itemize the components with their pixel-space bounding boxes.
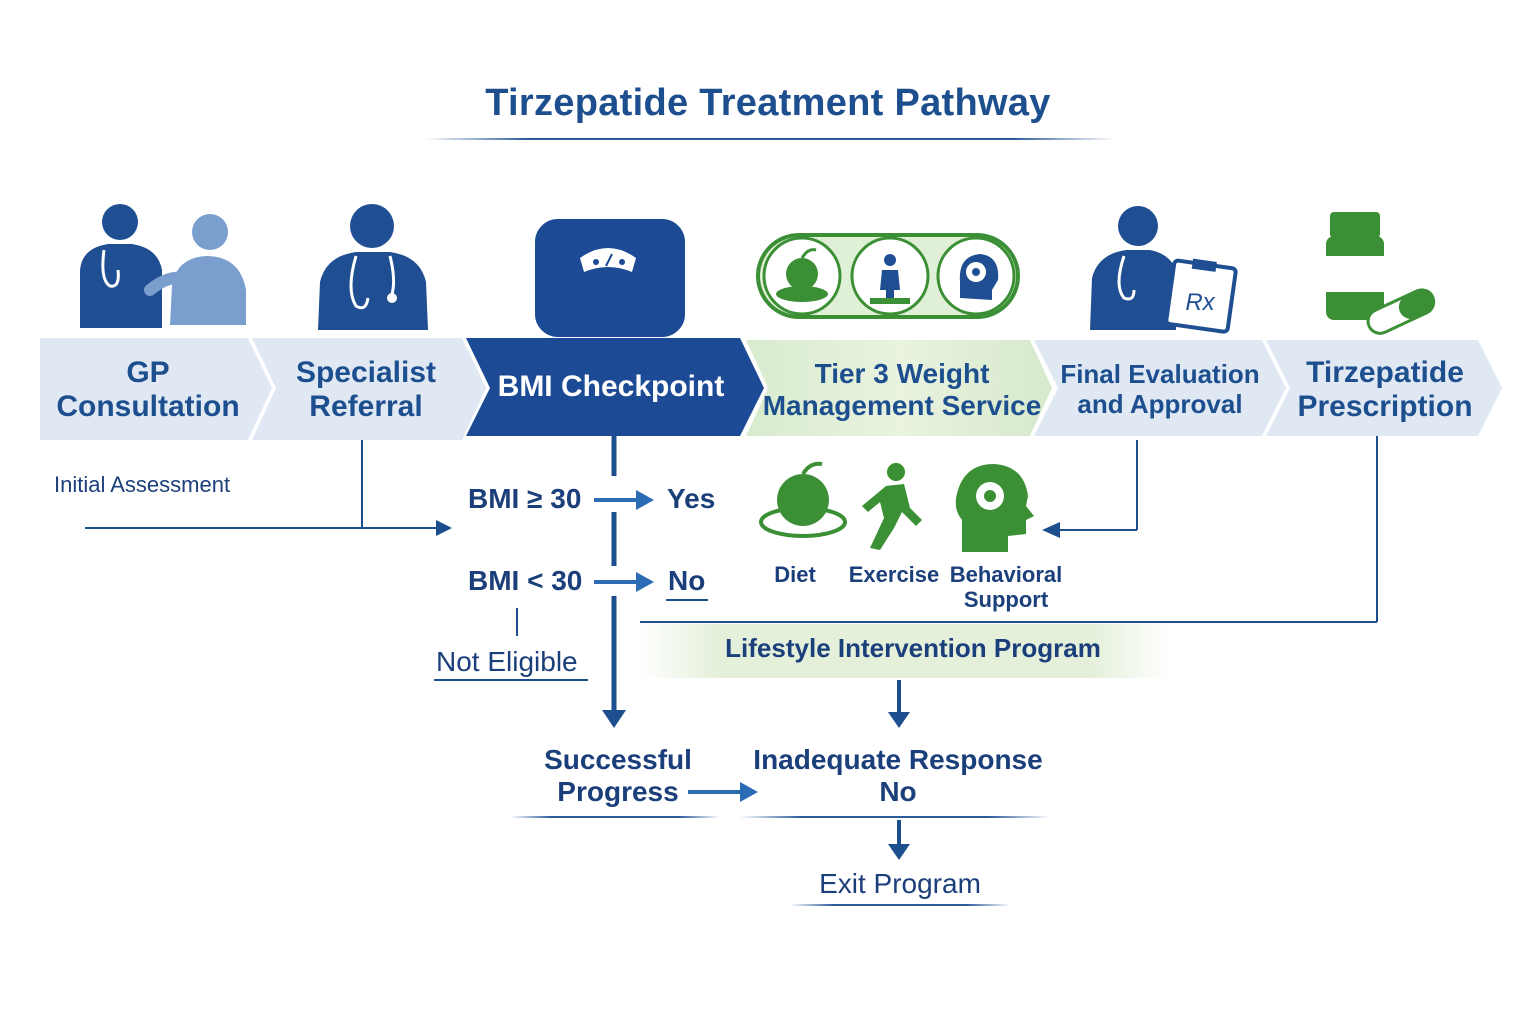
step-label-line2: and Approval — [1077, 389, 1243, 419]
step-label-line1: Tier 3 Weight — [814, 357, 990, 389]
diet-label: Diet — [774, 562, 816, 587]
behavioral-support-icon — [955, 464, 1034, 552]
diet-icon — [759, 461, 847, 538]
page-title: Tirzepatide Treatment Pathway — [485, 82, 1051, 124]
inadequate-response-label: Inadequate Response No — [748, 744, 1048, 808]
successful-line1: Successful — [544, 744, 692, 775]
step-label-line2: Referral — [309, 390, 423, 423]
not-eligible-label: Not Eligible — [436, 646, 578, 677]
lifestyle-program-label: Lifestyle Intervention Program — [725, 633, 1101, 663]
step-shape-rx — [1266, 340, 1502, 436]
behavioral-label-line1: Behavioral — [949, 562, 1063, 587]
step-shape-bmi — [466, 338, 764, 436]
pill-bottle-icon — [1326, 212, 1436, 335]
doctor-patient-icon — [80, 204, 246, 328]
lifestyle-band — [640, 624, 1170, 678]
inadequate-line2: No — [879, 776, 917, 808]
step-shape-tier3 — [746, 340, 1052, 436]
step-specialist-referral: Specialist Referral — [266, 350, 466, 430]
scale-icon — [535, 219, 685, 337]
bmi-high-result: Yes — [667, 483, 716, 514]
successful-line2: Progress — [557, 776, 679, 808]
rx-label: Rx — [1185, 289, 1215, 316]
step-label-line2: Consultation — [56, 390, 240, 423]
step-label-line1: BMI Checkpoint — [497, 369, 725, 403]
behavioral-label-line2: Support — [963, 587, 1049, 613]
step-shape-final — [1034, 340, 1286, 436]
exercise-label: Exercise — [848, 562, 940, 587]
step-shape-gp — [40, 338, 272, 440]
step-label-line1: Tirzepatide — [1306, 355, 1464, 389]
title-divider — [425, 138, 1115, 140]
step-label-line1: Specialist — [295, 355, 437, 389]
step-label-line2: Prescription — [1297, 390, 1473, 423]
lifestyle-icons-group — [756, 233, 1020, 319]
doctor-icon — [318, 204, 428, 330]
step-shape-referral — [252, 338, 486, 440]
bmi-low-label: BMI < 30 — [468, 565, 583, 596]
successful-progress-label: Successful Progress — [518, 744, 718, 808]
step-label-line2: Management Service — [762, 390, 1042, 421]
exercise-icon — [862, 463, 922, 550]
connectors — [85, 436, 1378, 860]
step-bmi-checkpoint: BMI Checkpoint — [486, 352, 736, 422]
chevron-band — [40, 338, 1502, 440]
doctor-clipboard-icon: Rx — [1090, 206, 1238, 334]
step-tier3-service: Tier 3 Weight Management Service — [762, 350, 1042, 430]
bmi-low-result: No — [668, 565, 706, 596]
bmi-high-label: BMI ≥ 30 — [468, 483, 582, 514]
step-tirzepatide-prescription: Tirzepatide Prescription — [1282, 350, 1488, 430]
exit-program-label: Exit Program — [819, 868, 981, 899]
step-gp-consultation: GP Consultation — [44, 350, 252, 430]
label-underlines — [434, 599, 1050, 906]
step-label-line1: Final Evaluation — [1060, 359, 1260, 390]
inadequate-line1: Inadequate Response — [753, 744, 1043, 775]
behavioral-support-label: Behavioral Support — [944, 562, 1068, 613]
step-final-evaluation: Final Evaluation and Approval — [1050, 350, 1270, 430]
step-label-line1: GP — [126, 355, 170, 389]
initial-assessment-label: Initial Assessment — [54, 472, 231, 497]
